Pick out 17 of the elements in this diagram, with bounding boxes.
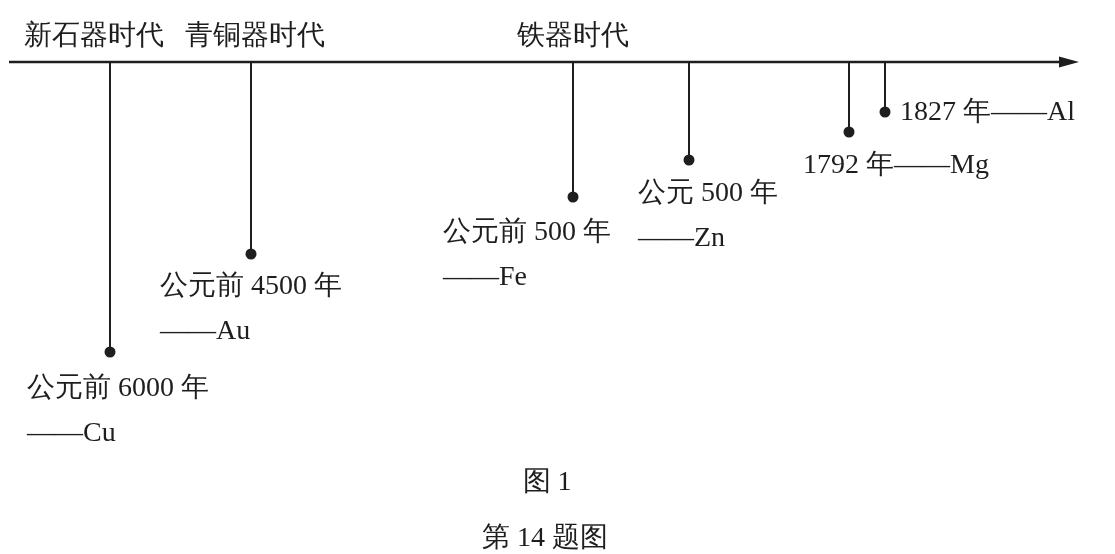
- event-label: 公元 500 年——Zn: [638, 169, 787, 259]
- event-label: 公元前 4500 年——Au: [160, 262, 351, 352]
- era-label: 铁器时代: [517, 18, 629, 52]
- leader-line: [104, 62, 116, 358]
- event-label: 公元前 6000 年——Cu: [27, 364, 218, 454]
- event-label: 1792 年——Mg: [803, 141, 989, 186]
- figure-caption: 第 14 题图: [482, 520, 608, 554]
- leader-line: [683, 62, 695, 166]
- event-label: 公元前 500 年——Fe: [443, 208, 620, 298]
- figure-label: 图 1: [522, 464, 572, 498]
- event-label: 1827 年——Al: [900, 88, 1075, 133]
- era-label: 青铜器时代: [185, 18, 325, 52]
- leader-line: [843, 62, 855, 138]
- leader-line: [879, 62, 891, 118]
- leader-line: [245, 62, 257, 260]
- leader-line: [567, 62, 579, 203]
- era-label: 新石器时代: [24, 18, 164, 52]
